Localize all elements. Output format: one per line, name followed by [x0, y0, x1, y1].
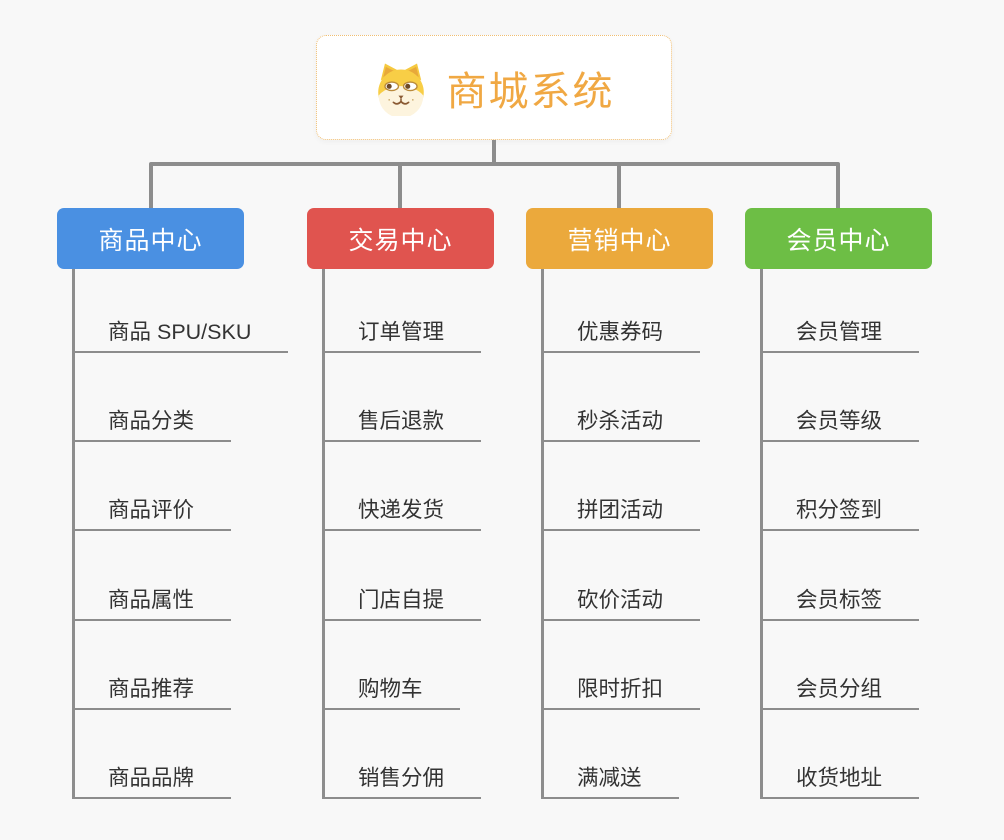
- sub-topic-item[interactable]: 会员分组: [763, 621, 920, 710]
- sub-topic-item[interactable]: 商品推荐: [75, 621, 232, 710]
- sub-topic-item[interactable]: 商品评价: [75, 442, 232, 532]
- dog-face-icon: [374, 60, 428, 116]
- branch-node-member-center[interactable]: 会员中心: [745, 208, 932, 269]
- root-title: 商城系统: [446, 69, 615, 114]
- sub-topic-item[interactable]: 商品品牌: [75, 710, 232, 799]
- sub-topic-item[interactable]: 满减送: [544, 710, 679, 799]
- sub-topic-item[interactable]: 砍价活动: [544, 531, 701, 621]
- connector-branch-drop: [149, 164, 153, 208]
- connector-branch-drop: [398, 164, 402, 208]
- branch-items-product-center: 商品 SPU/SKU 商品分类 商品评价 商品属性 商品推荐 商品品牌: [72, 269, 289, 799]
- sub-topic-item[interactable]: 售后退款: [325, 353, 482, 443]
- branch-node-product-center[interactable]: 商品中心: [57, 208, 244, 269]
- sub-topic-item[interactable]: 拼团活动: [544, 442, 701, 532]
- branch-items-marketing-center: 优惠券码 秒杀活动 拼团活动 砍价活动 限时折扣 满减送: [541, 269, 701, 799]
- sub-topic-item[interactable]: 订单管理: [325, 269, 482, 353]
- sub-topic-item[interactable]: 会员管理: [763, 269, 920, 353]
- sub-topic-item[interactable]: 优惠券码: [544, 269, 701, 353]
- root-node[interactable]: 商城系统: [316, 35, 672, 140]
- sub-topic-item[interactable]: 快递发货: [325, 442, 482, 532]
- sub-topic-item[interactable]: 秒杀活动: [544, 353, 701, 443]
- sub-topic-item[interactable]: 收货地址: [763, 710, 920, 799]
- sub-topic-item[interactable]: 商品属性: [75, 531, 232, 621]
- sub-topic-item[interactable]: 商品分类: [75, 353, 232, 443]
- branch-items-member-center: 会员管理 会员等级 积分签到 会员标签 会员分组 收货地址: [760, 269, 920, 799]
- sub-topic-item[interactable]: 会员等级: [763, 353, 920, 443]
- sub-topic-item[interactable]: 限时折扣: [544, 621, 701, 710]
- connector-branch-drop: [836, 164, 840, 208]
- sub-topic-item[interactable]: 会员标签: [763, 531, 920, 621]
- connector-branch-drop: [617, 164, 621, 208]
- branch-node-marketing-center[interactable]: 营销中心: [526, 208, 713, 269]
- branch-node-trade-center[interactable]: 交易中心: [307, 208, 494, 269]
- sub-topic-item[interactable]: 积分签到: [763, 442, 920, 532]
- sub-topic-item[interactable]: 购物车: [325, 621, 460, 710]
- sub-topic-item[interactable]: 门店自提: [325, 531, 482, 621]
- branch-items-trade-center: 订单管理 售后退款 快递发货 门店自提 购物车 销售分佣: [322, 269, 482, 799]
- connector-root-drop: [492, 140, 496, 166]
- sub-topic-item[interactable]: 销售分佣: [325, 710, 482, 799]
- connector-horizontal-rail: [149, 162, 840, 166]
- sub-topic-item[interactable]: 商品 SPU/SKU: [75, 269, 289, 353]
